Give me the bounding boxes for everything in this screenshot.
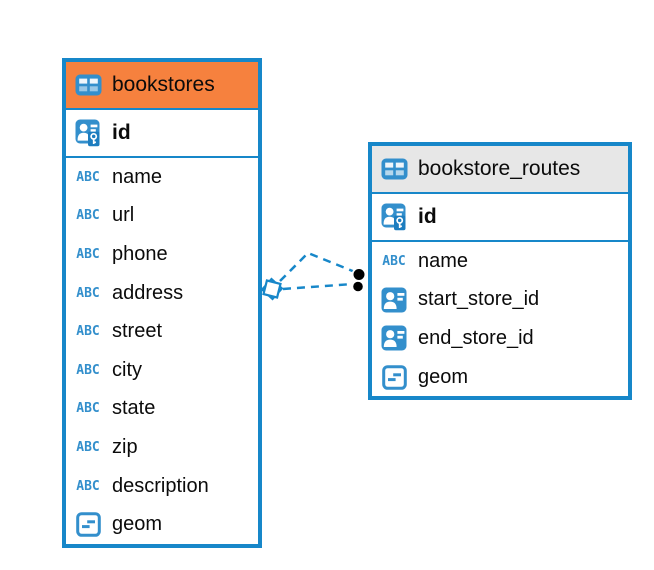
column-row-street[interactable]: ABC street [66,312,258,351]
diamond-end-marker [260,277,284,301]
column-name: geom [418,365,469,388]
column-row-name[interactable]: ABC name [66,158,258,197]
table-icon [379,158,409,180]
geometry-type-icon [379,364,409,390]
column-row-address[interactable]: ABC address [66,273,258,313]
column-row-description[interactable]: ABC description [66,466,258,506]
column-name: url [112,204,135,227]
table-title: bookstore_routes [418,157,581,180]
column-row-geom[interactable]: geom [66,505,258,544]
relationship-line-lower[interactable] [282,282,354,291]
column-name: description [112,474,209,497]
column-row-name[interactable]: ABC name [372,242,628,281]
column-name: address [112,281,184,304]
text-type-icon: ABC [76,208,100,224]
foreign-key-icon [379,287,409,313]
column-row-start-store-id[interactable]: start_store_id [372,280,628,320]
primary-key-icon [379,203,409,231]
column-name: street [112,320,163,343]
text-type-icon: ABC [76,169,100,185]
text-type-icon: ABC [76,478,100,494]
relationship-connector[interactable] [250,236,380,316]
text-type-icon: ABC [382,253,406,269]
column-name: end_store_id [418,326,534,349]
column-name: city [112,358,142,381]
text-type-icon: ABC [76,362,100,378]
foreign-key-icon [379,325,409,351]
primary-key-icon [73,119,103,147]
column-name: state [112,397,156,420]
column-name: start_store_id [418,288,540,311]
column-row-end-store-id[interactable]: end_store_id [372,319,628,358]
column-name: zip [112,435,138,458]
column-row-id[interactable]: id [66,110,258,158]
column-name: name [418,249,469,272]
column-row-geom[interactable]: geom [372,357,628,397]
table-header[interactable]: bookstores [66,62,258,110]
table-header[interactable]: bookstore_routes [372,146,628,194]
text-type-icon: ABC [76,401,100,417]
column-name: geom [112,513,163,536]
text-type-icon: ABC [76,246,100,262]
table-icon [73,74,103,96]
column-name: id [418,205,437,228]
column-row-id[interactable]: id [372,194,628,242]
dot-end-marker [351,267,367,294]
text-type-icon: ABC [76,285,100,301]
column-name: id [112,121,131,144]
column-row-state[interactable]: ABC state [66,389,258,429]
table-bookstores[interactable]: bookstores id ABC name [62,58,262,548]
column-row-zip[interactable]: ABC zip [66,428,258,467]
column-row-phone[interactable]: ABC phone [66,235,258,274]
column-row-url[interactable]: ABC url [66,196,258,236]
relationship-line-upper[interactable] [279,251,356,282]
table-title: bookstores [112,73,215,96]
text-type-icon: ABC [76,439,100,455]
column-name: name [112,165,163,188]
text-type-icon: ABC [76,324,100,340]
geometry-type-icon [73,512,103,537]
column-row-city[interactable]: ABC city [66,350,258,390]
table-bookstore-routes[interactable]: bookstore_routes id ABC name [368,142,632,401]
column-name: phone [112,242,168,265]
